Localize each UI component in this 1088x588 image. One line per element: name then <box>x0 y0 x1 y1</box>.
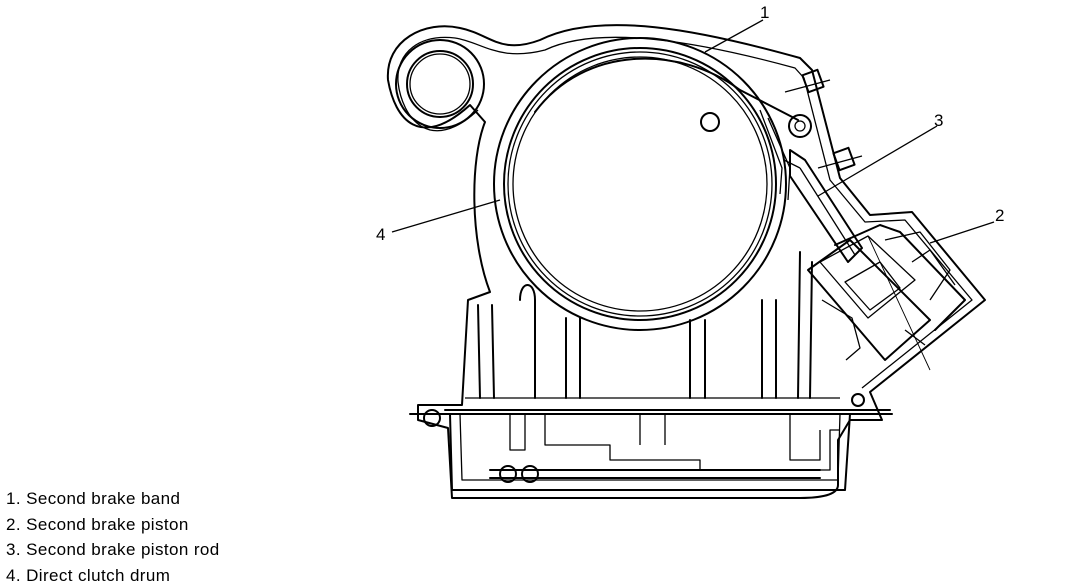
legend-text: Second brake piston <box>26 515 189 534</box>
leader-line-4 <box>392 200 500 232</box>
direct-clutch-drum <box>494 38 811 330</box>
callout-1: 1 <box>760 4 769 21</box>
legend-number: 1. <box>6 489 21 508</box>
callout-4: 4 <box>376 226 385 243</box>
legend-text: Direct clutch drum <box>26 566 170 585</box>
callout-3: 3 <box>934 112 943 129</box>
legend-item: 4. Direct clutch drum <box>6 563 220 588</box>
legend-item: 3. Second brake piston rod <box>6 537 220 563</box>
legend-item: 2. Second brake piston <box>6 512 220 538</box>
callout-2: 2 <box>995 207 1004 224</box>
case-ribs <box>465 252 840 398</box>
legend-item: 1. Second brake band <box>6 486 220 512</box>
leader-line-2 <box>930 222 994 243</box>
legend-number: 2. <box>6 515 21 534</box>
legend-number: 3. <box>6 540 21 559</box>
legend-number: 4. <box>6 566 21 585</box>
legend-text: Second brake band <box>26 489 180 508</box>
bolt-boss-ring <box>396 40 484 128</box>
legend-text: Second brake piston rod <box>26 540 220 559</box>
oil-pan <box>410 394 892 490</box>
parts-legend: 1. Second brake band 2. Second brake pis… <box>6 486 220 588</box>
